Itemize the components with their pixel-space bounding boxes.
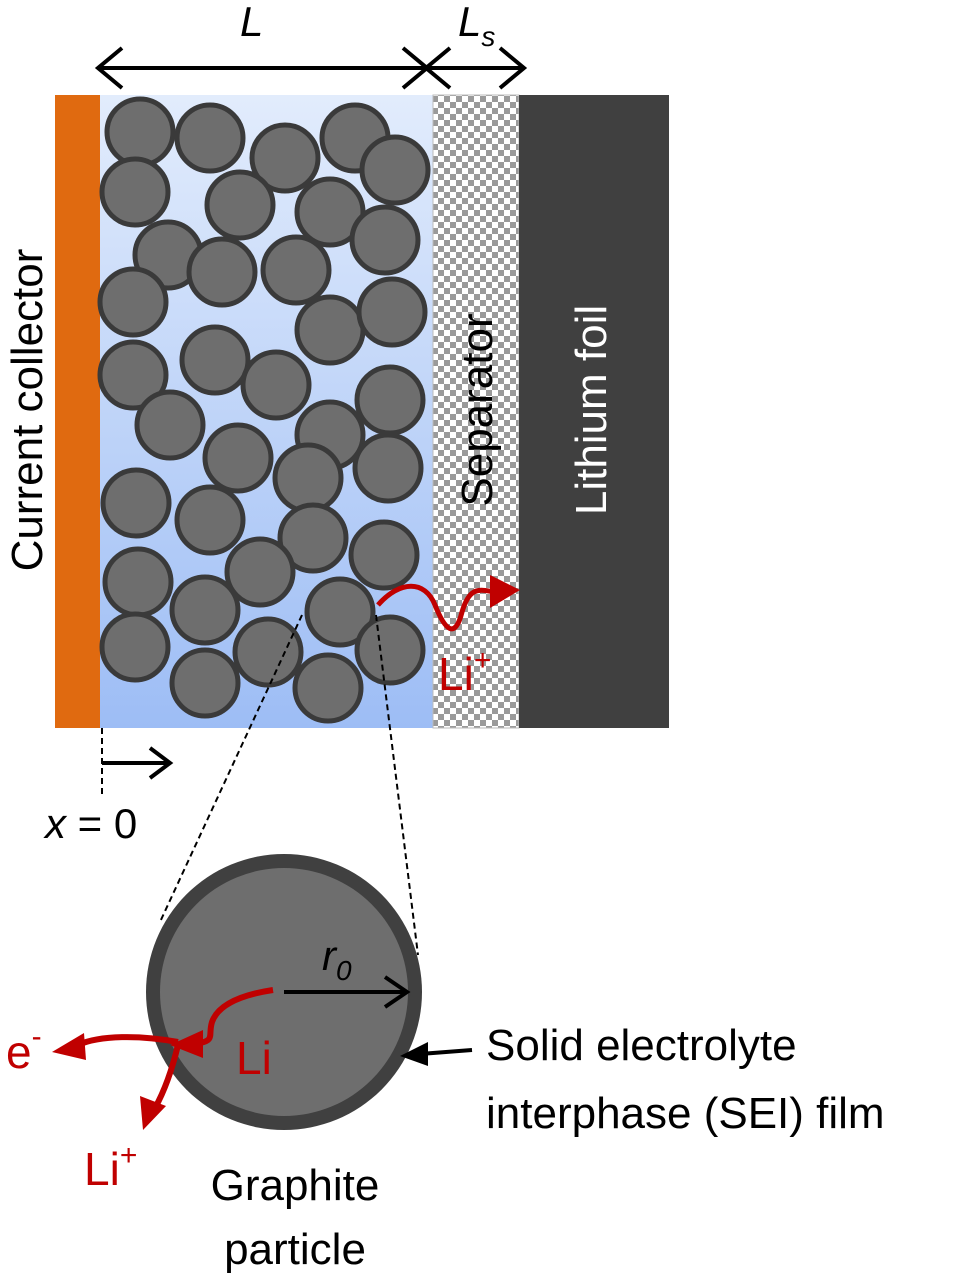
- label-x-origin: x = 0: [43, 800, 137, 847]
- li-diffusion-path: [199, 987, 274, 1046]
- label-graphite-line1: Graphite: [211, 1161, 380, 1210]
- electron-path: [76, 1034, 179, 1048]
- graphite-particle: [186, 236, 258, 308]
- graphite-particle: [174, 102, 246, 174]
- graphite-particle: [102, 546, 174, 618]
- li-diffusion-arrowhead: [170, 1030, 203, 1058]
- current-collector: [55, 95, 100, 728]
- label-sei-line1: Solid electrolyte: [486, 1021, 797, 1070]
- graphite-particle: [354, 614, 426, 686]
- li-ion-arrowhead: [490, 575, 520, 608]
- label-lithium-foil: Lithium foil: [567, 305, 616, 515]
- graphite-particle: [224, 536, 296, 608]
- graphite-particle: [99, 611, 171, 683]
- label-lithium-atom: Li: [236, 1032, 272, 1084]
- graphite-particle: [169, 647, 241, 719]
- graphite-particle: [294, 176, 366, 248]
- graphite-particle: [356, 276, 428, 348]
- label-radius: r0: [322, 932, 352, 986]
- graphite-particles: [97, 96, 431, 724]
- graphite-particle: [202, 422, 274, 494]
- graphite-particle: [352, 432, 424, 504]
- graphite-particle: [304, 576, 376, 648]
- graphite-particle: [169, 574, 241, 646]
- graphite-particle: [179, 324, 251, 396]
- li-ion2-arrowhead: [140, 1096, 166, 1130]
- graphite-particle: [104, 96, 176, 168]
- label-sei-line2: interphase (SEI) film: [486, 1089, 885, 1138]
- sei-pointer-arrowhead: [400, 1042, 428, 1066]
- graphite-particle: [348, 519, 420, 591]
- sei-pointer-line: [419, 1048, 473, 1056]
- graphite-particle: [359, 134, 431, 206]
- graphite-particle: [277, 502, 349, 574]
- lithium-foil: [519, 95, 669, 728]
- graphite-particle: [99, 156, 171, 228]
- graphite-particle: [97, 339, 169, 411]
- x-direction-arrow: [102, 746, 174, 780]
- graphite-particle: [174, 484, 246, 556]
- graphite-particle: [134, 389, 206, 461]
- label-separator: Separator: [453, 313, 502, 506]
- li-ion-path: [376, 583, 496, 632]
- label-graphite-line2: particle: [224, 1225, 366, 1274]
- graphite-particle: [294, 294, 366, 366]
- zoom-line-left: [159, 614, 303, 923]
- length-ls-arrow: [422, 46, 528, 90]
- label-electron: e-: [6, 1020, 42, 1078]
- graphite-particle: [354, 364, 426, 436]
- radius-arrow: [284, 975, 411, 1009]
- label-separator-length: Ls: [458, 0, 495, 52]
- graphite-particle: [240, 349, 312, 421]
- electron-arrowhead: [52, 1033, 86, 1060]
- label-electrode-length: L: [240, 0, 263, 45]
- graphite-particle: [100, 467, 172, 539]
- graphite-particle: [97, 266, 169, 338]
- graphite-particle: [349, 204, 421, 276]
- graphite-particle: [272, 442, 344, 514]
- graphite-particle: [260, 234, 332, 306]
- label-li-ion-2: Li+: [84, 1139, 137, 1195]
- zoom-line-right: [375, 614, 419, 956]
- length-l-arrow: [94, 46, 431, 90]
- graphite-particle: [249, 122, 321, 194]
- separator: [432, 94, 520, 729]
- label-li-ion: Li+: [438, 644, 491, 700]
- graphite-particle: [204, 169, 276, 241]
- graphite-particle: [232, 616, 304, 688]
- graphite-particle: [292, 652, 364, 724]
- label-current-collector: Current collector: [3, 249, 52, 572]
